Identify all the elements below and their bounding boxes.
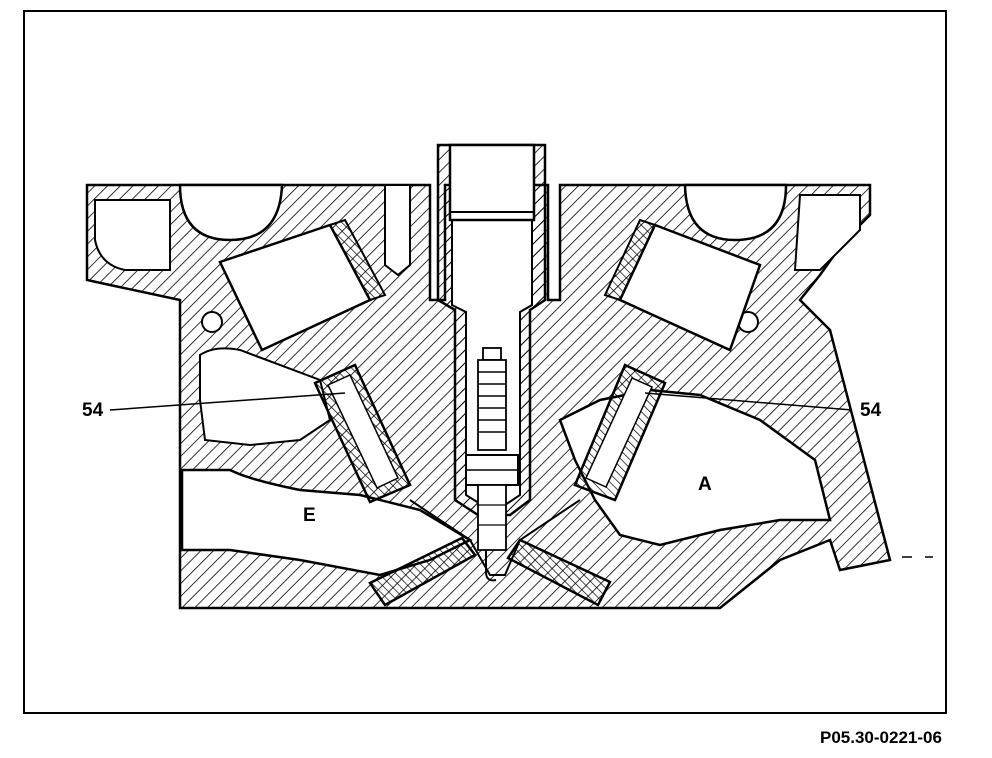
left-valve-guide	[313, 363, 412, 504]
part-label-54-left: 54	[82, 400, 104, 421]
left-upper-gallery	[94, 199, 171, 271]
intake-port-upper-passage	[199, 347, 332, 447]
figure-code: P05.30-0221-06	[820, 728, 942, 747]
camshaft-bore-left	[178, 183, 284, 242]
exhaust-port-label: A	[698, 474, 712, 495]
spark-plug	[465, 347, 519, 582]
intake-port	[180, 468, 473, 577]
head-bolt-bore	[384, 184, 411, 277]
leader-line-right	[644, 392, 853, 411]
right-upper-gallery	[793, 194, 861, 271]
right-valve-seat	[506, 538, 612, 607]
figure-frame	[23, 10, 947, 714]
camshaft-bore-right	[683, 183, 788, 242]
right-tappet-sleeve	[603, 218, 657, 302]
spark-plug-tube-cap	[448, 143, 536, 222]
combustion-chamber	[409, 499, 581, 576]
intake-port-label: E	[303, 505, 316, 526]
leader-line-left	[109, 392, 346, 411]
left-valve-seat	[368, 536, 477, 607]
right-valve-guide	[573, 363, 667, 502]
left-tappet-sleeve	[328, 218, 387, 302]
part-label-54-right: 54	[860, 400, 882, 421]
left-oil-hole	[201, 311, 223, 333]
